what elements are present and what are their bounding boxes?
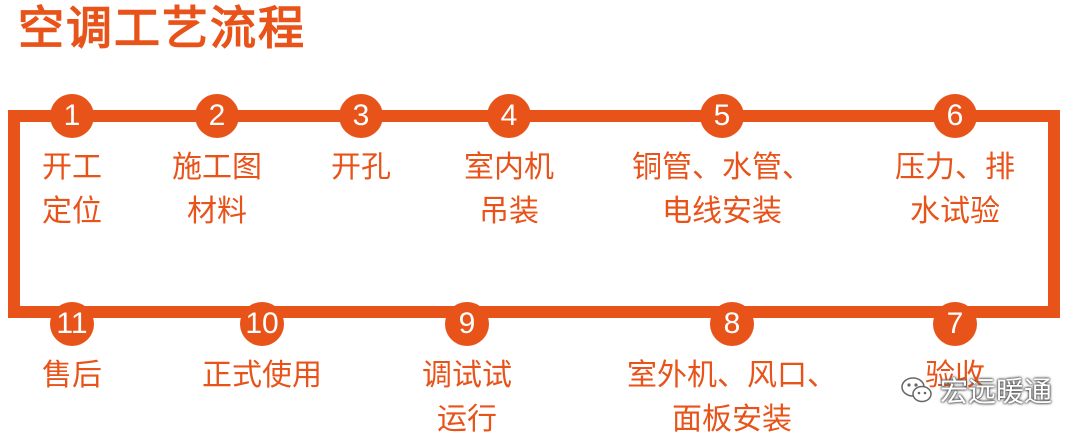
step-1-node: 1 (50, 94, 94, 138)
step-6-label: 压力、排 水试验 (895, 146, 1015, 234)
step-5-label-line1: 铜管、水管、 (632, 150, 812, 185)
step-6-label-line1: 压力、排 (895, 150, 1015, 185)
step-2-label: 施工图 材料 (172, 146, 262, 234)
step-4-label-line1: 室内机 (464, 150, 554, 185)
step-2-label-line2: 材料 (187, 194, 247, 229)
step-2-node: 2 (195, 94, 239, 138)
step-7-node: 7 (933, 302, 977, 346)
step-2-label-line1: 施工图 (172, 150, 262, 185)
step-3-label: 开孔 (331, 146, 391, 190)
step-7-label-line1: 验收 (925, 358, 985, 393)
step-11-label: 售后 (42, 354, 102, 398)
step-5-label: 铜管、水管、 电线安装 (632, 146, 812, 234)
step-10-node: 10 (240, 302, 284, 346)
step-4-label-line2: 吊装 (479, 194, 539, 229)
step-8-label-line2: 面板安装 (672, 402, 792, 437)
step-11-node: 11 (50, 302, 94, 346)
step-8-label: 室外机、风口、 面板安装 (627, 354, 837, 442)
step-1-label-line2: 定位 (42, 194, 102, 229)
step-1-label: 开工 定位 (42, 146, 102, 234)
step-9-node: 9 (445, 302, 489, 346)
wechat-icon (901, 377, 932, 403)
step-9-label-line2: 运行 (437, 402, 497, 437)
step-9-label: 调试试 运行 (422, 354, 512, 442)
watermark: 宏远暖通 (900, 368, 1052, 412)
step-8-node: 8 (710, 302, 754, 346)
diagram-title: 空调工艺流程 (18, 1, 306, 55)
step-10-label-line1: 正式使用 (202, 358, 322, 393)
step-5-node: 5 (700, 94, 744, 138)
watermark-text: 宏远暖通 (940, 375, 1053, 408)
step-5-label-line2: 电线安装 (662, 194, 782, 229)
step-4-node: 4 (487, 94, 531, 138)
step-6-label-line2: 水试验 (910, 194, 1000, 229)
step-3-label-line1: 开孔 (331, 150, 391, 185)
step-9-label-line1: 调试试 (422, 358, 512, 393)
step-4-label: 室内机 吊装 (464, 146, 554, 234)
step-3-node: 3 (339, 94, 383, 138)
step-6-node: 6 (933, 94, 977, 138)
step-11-label-line1: 售后 (42, 358, 102, 393)
step-1-label-line1: 开工 (42, 150, 102, 185)
step-7-label: 验收 (925, 354, 985, 398)
step-10-label: 正式使用 (202, 354, 322, 398)
step-8-label-line1: 室外机、风口、 (627, 358, 837, 393)
